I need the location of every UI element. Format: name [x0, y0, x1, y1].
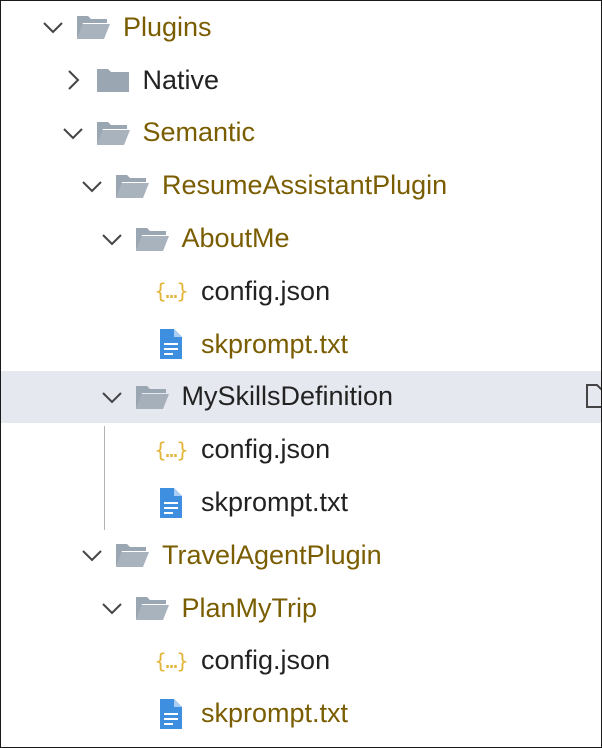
tree-item-label: skprompt.txt: [201, 328, 349, 359]
new-file-icon[interactable]: [585, 383, 601, 409]
text-file-icon: [151, 698, 191, 730]
folder-open-icon: [73, 11, 113, 43]
chevron-down-icon[interactable]: [98, 383, 126, 411]
text-file-icon: [151, 328, 191, 360]
tree-row[interactable]: {…} config.json: [1, 635, 601, 688]
tree-item-label: config.json: [201, 434, 331, 465]
tree-item-label: Semantic: [142, 117, 256, 148]
tree-row[interactable]: MySkillsDefinition: [1, 370, 601, 424]
tree-row[interactable]: skprompt.txt: [1, 318, 601, 371]
tree-row[interactable]: ResumeAssistantPlugin: [1, 159, 601, 212]
chevron-down-icon[interactable]: [98, 225, 126, 253]
tree-item-label: MySkillsDefinition: [181, 381, 394, 412]
tree-item-label: skprompt.txt: [201, 698, 349, 729]
tree-item-label: ResumeAssistantPlugin: [162, 170, 448, 201]
tree-row[interactable]: Native: [1, 54, 601, 107]
chevron-down-icon[interactable]: [78, 172, 106, 200]
tree-item-label: config.json: [201, 275, 331, 306]
tree-row[interactable]: {…} config.json: [1, 423, 601, 476]
text-file-icon: [151, 487, 191, 519]
folder-open-icon: [132, 592, 172, 624]
tree-row[interactable]: PlanMyTrip: [1, 582, 601, 635]
chevron-down-icon[interactable]: [78, 541, 106, 569]
folder-open-icon: [112, 539, 152, 571]
tree-item-label: AboutMe: [181, 223, 290, 254]
tree-item-label: PlanMyTrip: [181, 592, 318, 623]
folder-open-icon: [132, 223, 172, 255]
chevron-down-icon[interactable]: [59, 119, 87, 147]
tree-item-label: skprompt.txt: [201, 487, 349, 518]
indent-guide: [104, 426, 105, 530]
tree-item-label: TravelAgentPlugin: [162, 539, 382, 570]
chevron-down-icon[interactable]: [39, 13, 67, 41]
chevron-down-icon[interactable]: [98, 594, 126, 622]
json-file-icon: {…}: [154, 437, 188, 462]
tree-row[interactable]: skprompt.txt: [1, 687, 601, 740]
tree-row[interactable]: skprompt.txt: [1, 476, 601, 529]
tree-row[interactable]: {…} config.json: [1, 265, 601, 318]
json-file-icon: {…}: [154, 279, 188, 304]
folder-open-icon: [93, 117, 133, 149]
tree-row[interactable]: Semantic: [1, 107, 601, 160]
tree-item-label: config.json: [201, 645, 331, 676]
tree-item-label: Native: [142, 64, 220, 95]
tree-row[interactable]: TravelAgentPlugin: [1, 529, 601, 582]
json-file-icon: {…}: [154, 648, 188, 673]
folder-closed-icon: [93, 64, 133, 96]
tree-item-label: Plugins: [123, 11, 212, 42]
folder-open-icon: [112, 170, 152, 202]
folder-open-icon: [132, 381, 172, 413]
tree-row[interactable]: AboutMe: [1, 212, 601, 265]
chevron-right-icon[interactable]: [59, 66, 87, 94]
tree-row[interactable]: Plugins: [1, 1, 601, 54]
